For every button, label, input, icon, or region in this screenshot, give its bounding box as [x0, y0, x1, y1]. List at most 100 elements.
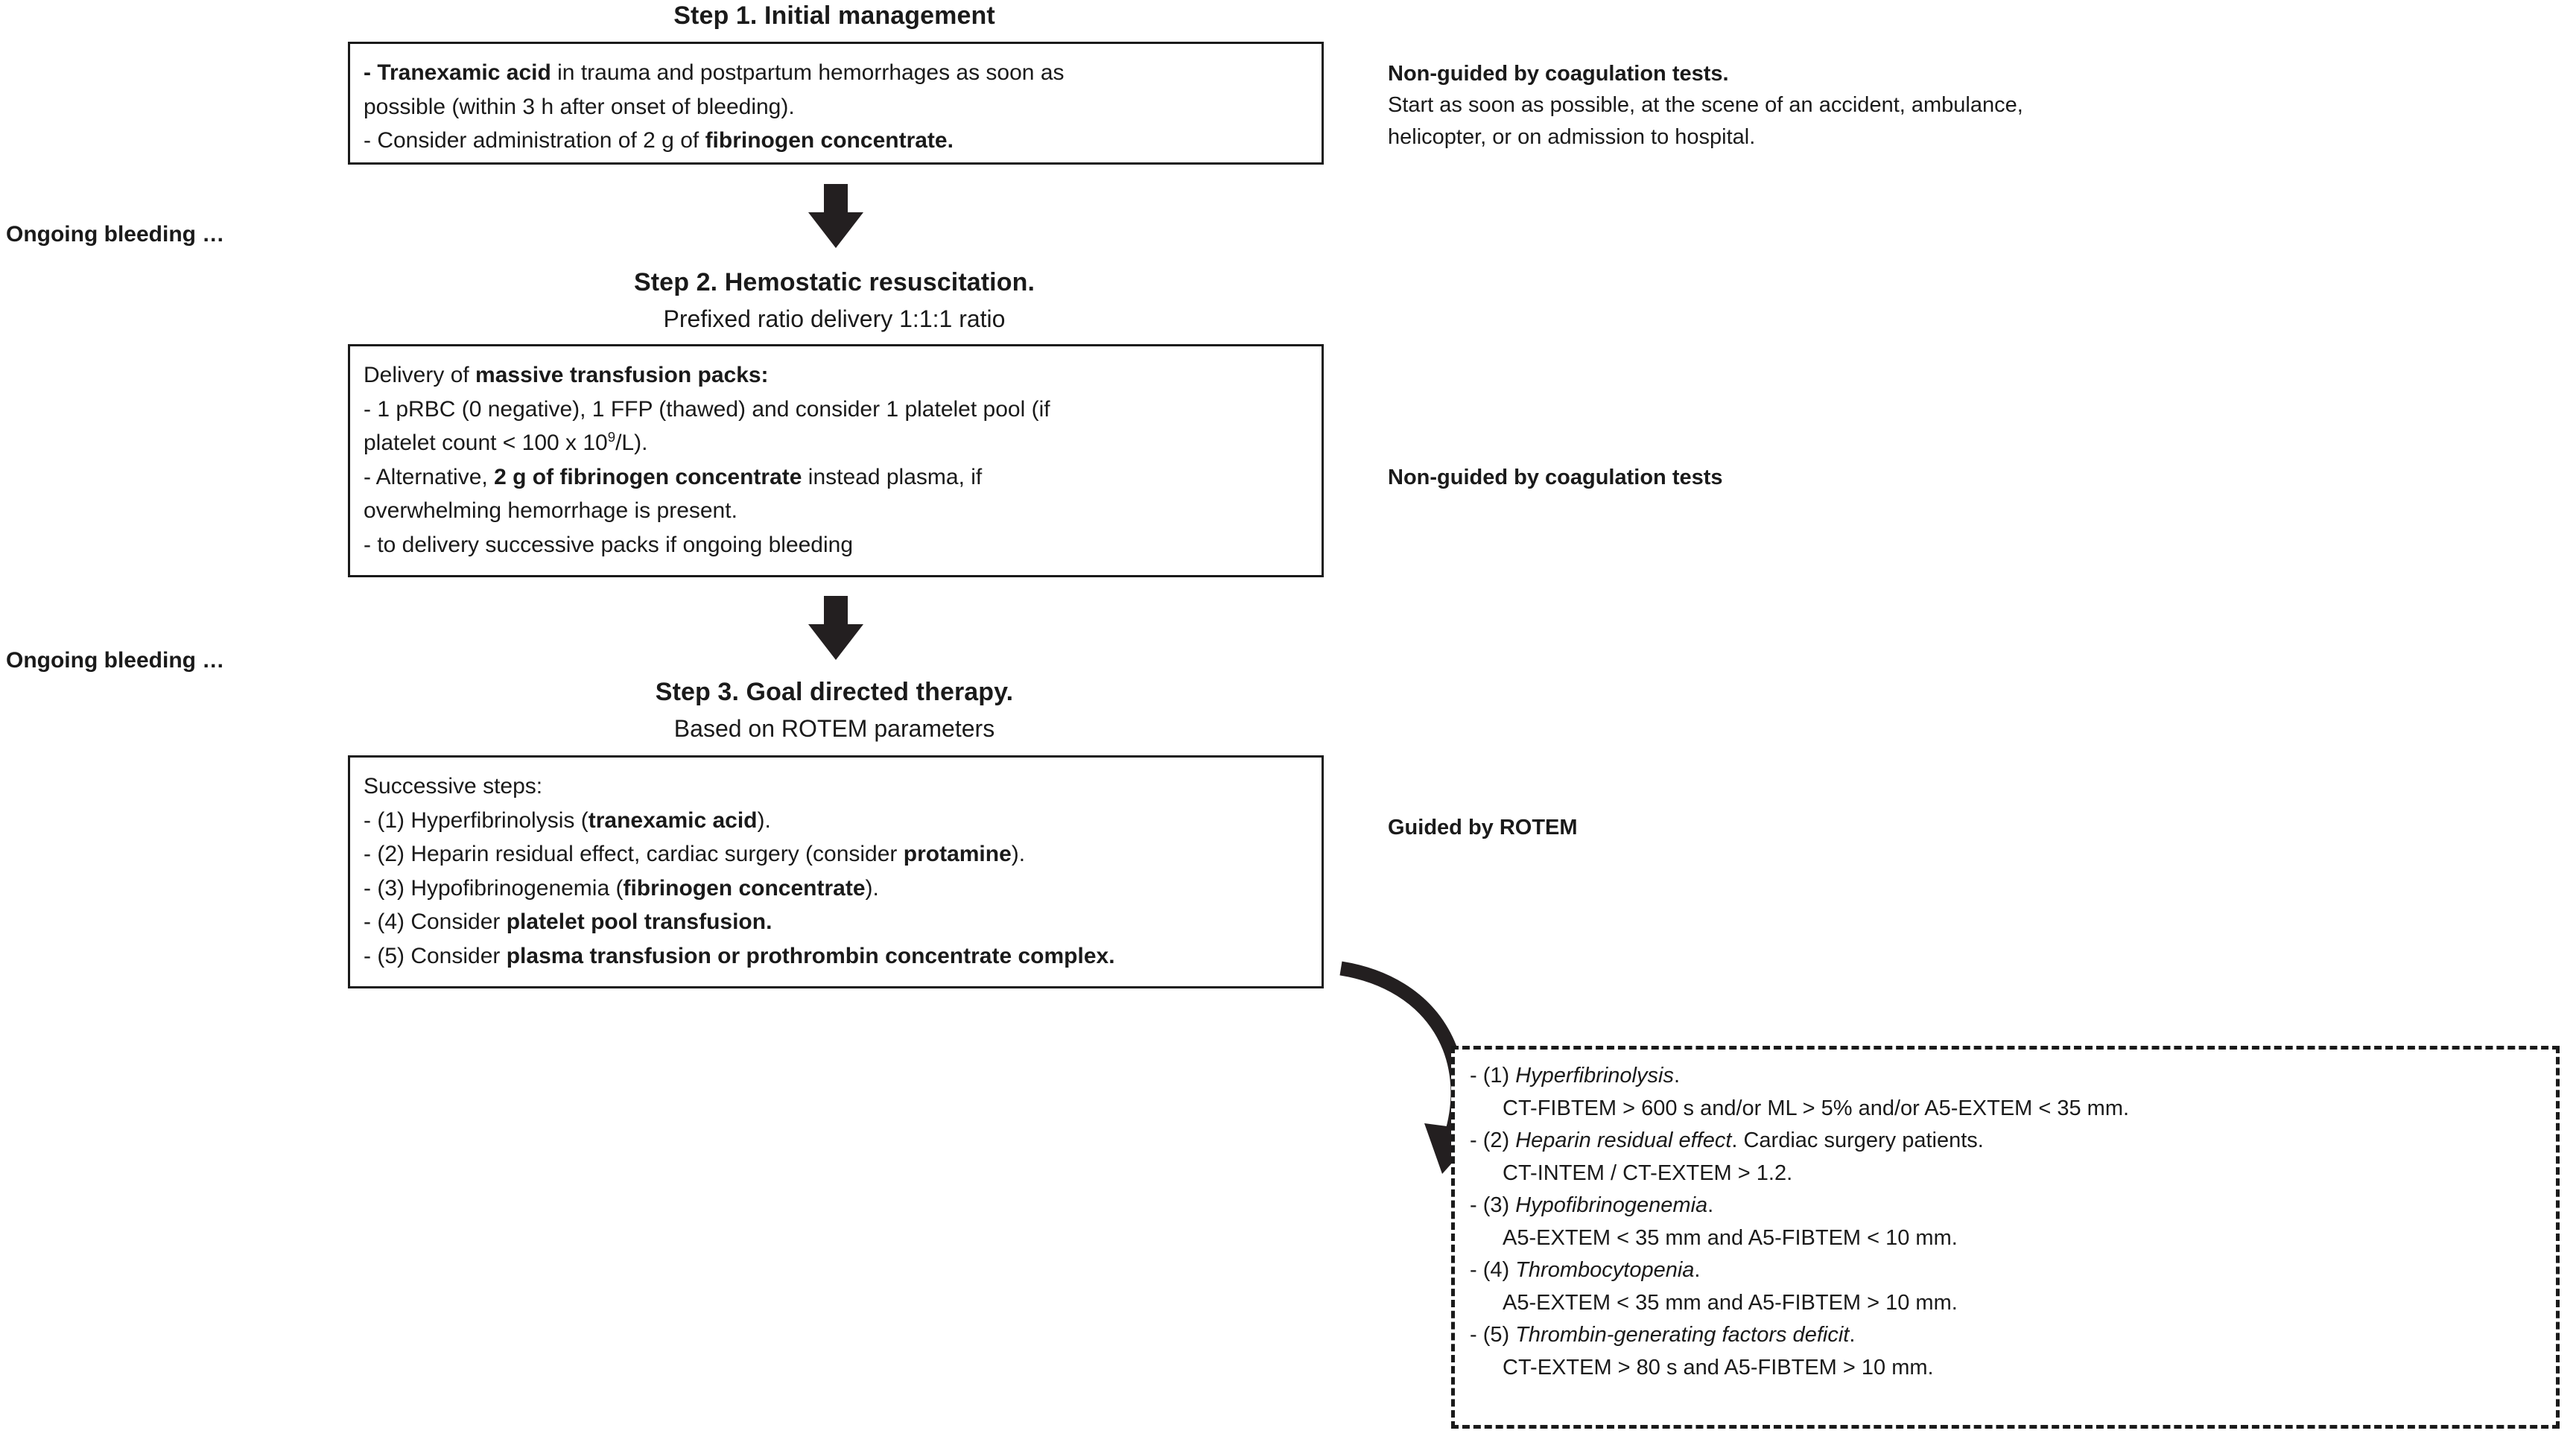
rotem-item-5-prefix: - (5) [1470, 1323, 1516, 1347]
down-arrow-step2-to-step3 [808, 596, 863, 660]
rotem-item-2-label: - (2) Heparin residual effect. Cardiac s… [1470, 1125, 2541, 1158]
rotem-item-2-suffix: . Cardiac surgery patients. [1731, 1128, 1984, 1152]
step-2-line-5: overwhelming hemorrhage is present. [364, 494, 1308, 528]
step-3-box: Successive steps: - (1) Hyperfibrinolysi… [348, 755, 1324, 988]
step-1-box: - Tranexamic acid in trauma and postpart… [348, 42, 1324, 165]
arrow-head [808, 212, 863, 248]
rotem-item-4-prefix: - (4) [1470, 1258, 1516, 1282]
step-3-subtitle: Based on ROTEM parameters [673, 715, 995, 742]
rotem-item-3-label: - (3) Hypofibrinogenemia. [1470, 1190, 2541, 1222]
step-2-line-4: - Alternative, 2 g of fibrinogen concent… [364, 460, 1308, 495]
step-2-line-5-seg-1: overwhelming hemorrhage is present. [364, 498, 737, 524]
rotem-item-4-suffix: . [1694, 1258, 1701, 1282]
step-2-heading: Step 2. Hemostatic resuscitation. [343, 268, 1326, 297]
step-2-box: Delivery of massive transfusion packs: -… [348, 344, 1324, 577]
step-3-heading-rest: . Goal directed therapy. [732, 678, 1014, 706]
step-3-line-1: Successive steps: [364, 769, 1308, 804]
ongoing-bleeding-label-1: Ongoing bleeding … [6, 222, 225, 247]
step-3-line-3-seg-1: - (2) Heparin residual effect, cardiac s… [364, 842, 904, 867]
rotem-item-3-detail: A5-EXTEM < 35 mm and A5-FIBTEM < 10 mm. [1503, 1225, 1958, 1250]
rotem-item-2-detail: CT-INTEM / CT-EXTEM > 1.2. [1503, 1161, 1793, 1185]
rotem-item-2-name: Heparin residual effect [1515, 1128, 1732, 1152]
step-2-side-note: Non-guided by coagulation tests [1388, 466, 1723, 489]
down-arrow-step1-to-step2 [808, 184, 863, 248]
rotem-item-4-label: - (4) Thrombocytopenia. [1470, 1254, 2541, 1287]
step-1-side-note: Non-guided by coagulation tests. Start a… [1388, 58, 2252, 153]
arrow-shaft [824, 184, 848, 215]
step-1-side-note-line-1: Start as soon as possible, at the scene … [1388, 93, 2023, 118]
rotem-item-4-detail: A5-EXTEM < 35 mm and A5-FIBTEM > 10 mm. [1503, 1290, 1958, 1315]
step-2-line-6: - to delivery successive packs if ongoin… [364, 528, 1308, 562]
step-2-subtitle: Prefixed ratio delivery 1:1:1 ratio [663, 305, 1006, 332]
step-3-line-6: - (5) Consider plasma transfusion or pro… [364, 939, 1308, 974]
step-3-line-4-seg-1: - (3) Hypofibrinogenemia ( [364, 875, 624, 901]
step-3-heading: Step 3. Goal directed therapy. [343, 678, 1326, 707]
step-2-line-1-seg-2: massive transfusion packs: [475, 363, 769, 387]
rotem-item-3-suffix: . [1707, 1193, 1714, 1217]
rotem-item-1-detail: CT-FIBTEM > 600 s and/or ML > 5% and/or … [1503, 1096, 2130, 1120]
step-3-line-5: - (4) Consider platelet pool transfusion… [364, 905, 1308, 939]
step-2-line-4-seg-2: 2 g of fibrinogen concentrate [494, 464, 802, 489]
rotem-item-3-name: Hypofibrinogenemia [1515, 1193, 1708, 1217]
step-3-line-2-seg-2: tranexamic acid [588, 807, 758, 833]
step-2-heading-bold: Step 2 [633, 268, 711, 296]
curved-arrow-path [1339, 961, 1465, 1138]
step-3-line-6-seg-1: - (5) Consider [364, 943, 507, 968]
rotem-item-5-suffix: . [1849, 1323, 1856, 1347]
step-3-side-note: Guided by ROTEM [1388, 816, 1578, 839]
step-2-line-3-seg-3: /L). [615, 431, 648, 456]
step-1-side-note-line-2: helicopter, or on admission to hospital. [1388, 124, 1756, 149]
step-3-line-3-seg-2: protamine [903, 842, 1012, 867]
ongoing-bleeding-label-2: Ongoing bleeding … [6, 648, 225, 673]
rotem-item-5-detail: CT-EXTEM > 80 s and A5-FIBTEM > 10 mm. [1503, 1355, 1934, 1380]
step-1-side-note-title: Non-guided by coagulation tests. [1388, 62, 1729, 86]
step-2-line-4-seg-3: instead plasma, if [802, 464, 983, 489]
rotem-item-5-label: - (5) Thrombin-generating factors defici… [1470, 1319, 2541, 1352]
step-1-line-1-seg-2: in trauma and postpartum hemorrhages as … [551, 60, 1065, 85]
step-2-line-1: Delivery of massive transfusion packs: [364, 358, 1308, 393]
rotem-criteria-box: - (1) Hyperfibrinolysis. CT-FIBTEM > 600… [1451, 1046, 2560, 1429]
rotem-criteria-content: - (1) Hyperfibrinolysis. CT-FIBTEM > 600… [1455, 1050, 2556, 1394]
step-3-line-3: - (2) Heparin residual effect, cardiac s… [364, 837, 1308, 872]
step-3-line-5-seg-2: platelet pool transfusion. [506, 909, 773, 935]
arrow-head [808, 624, 863, 660]
step-2-line-3-superscript: 9 [607, 429, 616, 445]
rotem-item-1-name: Hyperfibrinolysis [1515, 1064, 1674, 1088]
step-1-line-2-seg-1: possible (within 3 h after onset of blee… [364, 94, 795, 119]
arrow-shaft [824, 596, 848, 627]
step-3-line-1-seg-1: Successive steps: [364, 774, 543, 799]
rotem-item-4-name: Thrombocytopenia [1515, 1258, 1695, 1282]
step-1-heading: Step 1. Initial management [343, 1, 1326, 31]
step-2-line-3: platelet count < 100 x 109/L). [364, 426, 1308, 460]
rotem-item-1-label: - (1) Hyperfibrinolysis. [1470, 1060, 2541, 1093]
step-3-line-4-seg-2: fibrinogen concentrate [623, 875, 866, 901]
step-2-line-2: - 1 pRBC (0 negative), 1 FFP (thawed) an… [364, 393, 1308, 427]
rotem-item-5-name: Thrombin-generating factors deficit [1515, 1323, 1850, 1347]
step-2-line-4-seg-1: - Alternative, [364, 464, 495, 489]
step-1-box-content: - Tranexamic acid in trauma and postpart… [350, 44, 1322, 165]
rotem-item-1-suffix: . [1673, 1064, 1681, 1088]
step-1-heading-rest: . Initial management [749, 1, 995, 30]
step-3-line-4: - (3) Hypofibrinogenemia (fibrinogen con… [364, 872, 1308, 906]
step-3-line-5-seg-1: - (4) Consider [364, 909, 507, 935]
step-3-line-3-seg-3: ). [1011, 842, 1026, 867]
step-2-line-3-seg-1: platelet count < 100 x 10 [364, 431, 608, 456]
step-2-line-2-seg-1: - 1 pRBC (0 negative), 1 FFP (thawed) an… [364, 396, 1050, 422]
step-1-line-3: - Consider administration of 2 g of fibr… [364, 124, 1308, 158]
step-2-line-1-seg-1: Delivery of [364, 363, 476, 387]
rotem-item-2-prefix: - (2) [1470, 1128, 1516, 1152]
step-1-line-1: - Tranexamic acid in trauma and postpart… [364, 56, 1308, 90]
step-3-heading-bold: Step 3 [655, 678, 732, 706]
step-2-box-content: Delivery of massive transfusion packs: -… [350, 346, 1322, 570]
rotem-item-1-prefix: - (1) [1470, 1064, 1516, 1088]
step-3-line-2: - (1) Hyperfibrinolysis (tranexamic acid… [364, 804, 1308, 838]
step-3-line-2-seg-3: ). [757, 807, 771, 833]
step-2-heading-rest: . Hemostatic resuscitation. [710, 268, 1035, 296]
rotem-item-3-prefix: - (3) [1470, 1193, 1516, 1217]
step-3-line-4-seg-3: ). [865, 875, 879, 901]
step-2-line-6-seg-1: - to delivery successive packs if ongoin… [364, 532, 854, 557]
step-3-box-content: Successive steps: - (1) Hyperfibrinolysi… [350, 758, 1322, 981]
step-1-line-3-seg-1: - Consider administration of 2 g of [364, 128, 705, 153]
step-1-heading-bold: Step 1 [673, 1, 750, 30]
